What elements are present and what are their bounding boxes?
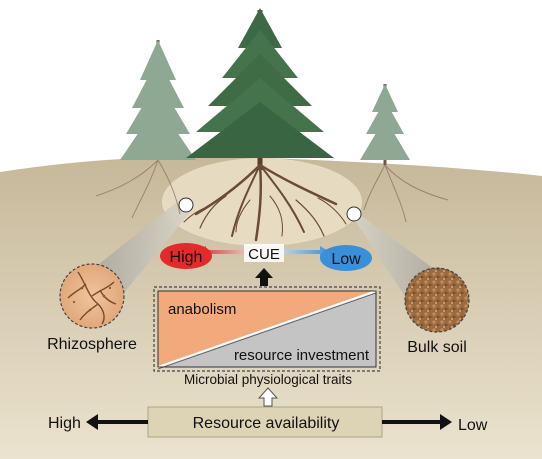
cue-label-bg (244, 244, 284, 262)
cue-high-badge (160, 243, 212, 269)
left-tree (120, 40, 196, 160)
rhizosphere-sample-dot (178, 197, 194, 213)
anabolism-label: anabolism (168, 301, 236, 318)
main-roots (183, 163, 347, 242)
availability-low-arrow (382, 414, 452, 430)
rhizosphere-label: Rhizosphere (47, 336, 137, 353)
bulk-sample-dot (346, 206, 362, 222)
right-tree (360, 84, 410, 165)
rhizosphere-zoom (59, 263, 125, 329)
microbial-traits-label: Microbial physiological traits (184, 372, 352, 387)
bulk-soil-zoom (404, 267, 470, 333)
side-roots (95, 159, 449, 223)
resource-to-traits-arrow (257, 387, 279, 407)
main-tree (186, 8, 334, 170)
traits-to-cue-arrow (255, 268, 273, 286)
cue-label: CUE (248, 246, 280, 263)
cue-high-label: High (170, 249, 203, 266)
resource-investment-label: resource investment (234, 347, 370, 364)
resource-availability-label: Resource availability (193, 415, 340, 432)
availability-low-label: Low (458, 417, 488, 434)
resource-availability-box (147, 406, 383, 438)
bulk-soil-label: Bulk soil (407, 339, 467, 356)
traits-outer-frame (153, 286, 381, 372)
availability-high-label: High (48, 415, 81, 432)
cue-low-label: Low (331, 251, 361, 268)
traits-box (157, 290, 377, 370)
rhizosphere-zone (162, 158, 362, 246)
cue-low-badge (320, 245, 372, 271)
availability-high-arrow (86, 414, 148, 430)
